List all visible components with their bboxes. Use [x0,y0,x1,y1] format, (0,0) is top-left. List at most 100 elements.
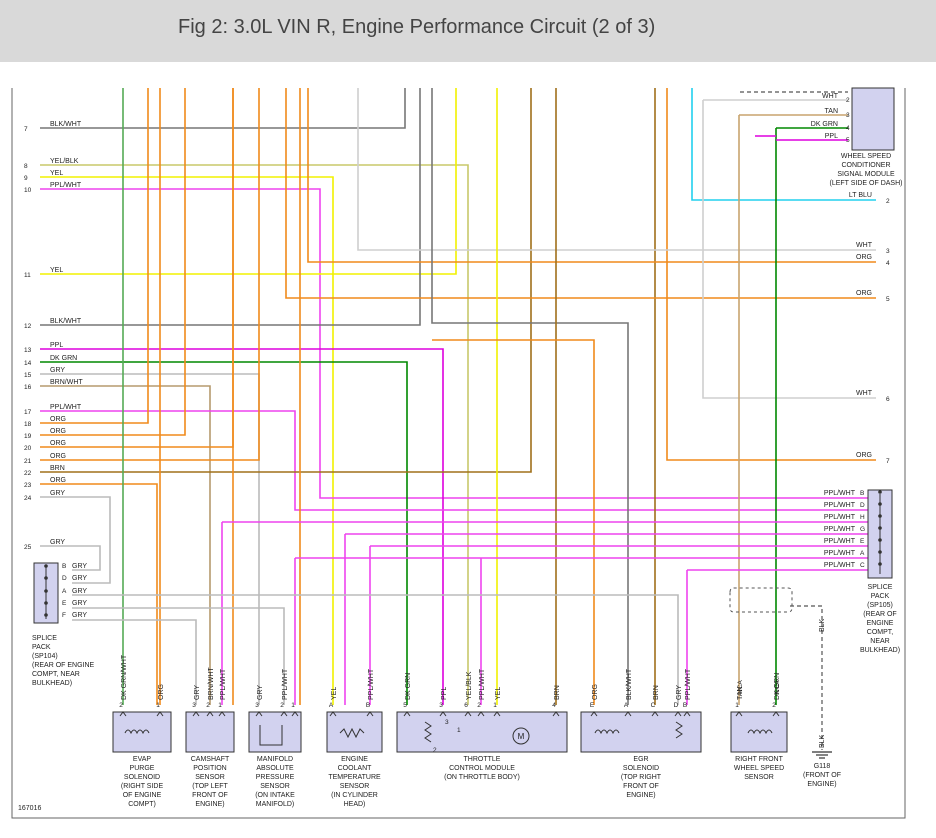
evap-pin-wire: DK GRN/WHT [121,654,128,700]
evap-pin-num: 1 [156,702,160,709]
cmp-pin-arrow [192,711,200,717]
cmp-label: (TOP LEFT [192,783,228,790]
egr-component [580,711,702,753]
wss-label: WHEEL SPEED [734,765,784,772]
egr-pin-arrow [590,711,598,717]
wire-21 [40,88,260,461]
wsc-pin-label: WHT [822,93,839,100]
wire-num-left: 20 [24,445,32,452]
wss-pin-arrow [735,711,743,717]
wire-num-left: 7 [24,126,28,133]
wheel-speed-conditioner-module [851,87,895,151]
evap-pin-wire: ORG [158,684,165,700]
sp105-label: (SP105) [867,602,893,609]
ect-label: TEMPERATURE [328,774,381,781]
evap-pin-num: 2 [119,702,123,709]
sp105-pin-letter: B [860,490,864,497]
wss-pin-num: 1 [735,702,739,709]
splice-node [878,550,882,554]
wire-label-left: BRN [50,465,65,472]
sp104-pin-label: GRY [72,612,87,619]
cmp-pin-arrow [206,711,214,717]
egr-label: FRONT OF [623,783,659,790]
sp105-pin-letter: A [860,550,865,557]
sp104-pin-letter: B [62,563,66,570]
tcm-label: THROTTLE [464,756,501,763]
splice-node [44,576,48,580]
map-pin-wire: GRY [257,685,264,700]
wire-label-right: LT BLU [849,192,872,199]
splice-node [44,601,48,605]
map-component [248,711,302,753]
evap-label: COMPT) [128,801,156,808]
ect-pin-wire: YEL [331,687,338,700]
sp105-pin-letter: G [860,526,865,533]
cmp-pin-wire: BRN/WHT [208,667,215,700]
sp105-pin-letter: H [860,514,865,521]
tcm-pin-arrow [439,711,447,717]
evap-label: OF ENGINE [123,792,162,799]
wss-label: SENSOR [744,774,774,781]
wire-num-left: 9 [24,175,28,182]
map-label: (ON INTAKE [255,792,295,799]
wsc-pin-label: TAN [825,108,838,115]
wire-label-left: BLK/WHT [50,318,82,325]
sp104-label: BULKHEAD) [32,680,72,687]
wire-num-left: 17 [24,409,32,416]
wire-label-left: ORG [50,416,66,423]
ect-pin-arrow [329,711,337,717]
wire-label-left: DK GRN [50,355,77,362]
sp105-pin-label: PPL/WHT [824,562,856,569]
wsc-module-label: WHEEL SPEED [841,153,891,160]
cmp-pin-num: 1 [218,702,222,709]
wire-num-right: 6 [886,396,890,403]
tcm-inner-num: 3 [445,719,449,726]
wss-pin-tag: NCA [774,680,781,694]
wire-label-left: YEL/BLK [50,158,79,165]
egr-pin-num: D [674,702,679,709]
wsc-pin-num: 4 [846,125,850,132]
egr-label: SOLENOID [623,765,659,772]
ect-label: COOLANT [338,765,373,772]
egr-pin-arrow [651,711,659,717]
wsc-pin-num: 2 [846,97,850,104]
wire-group [40,88,876,750]
wire-right-6 [702,100,876,399]
sp105-pin-label: PPL/WHT [824,514,856,521]
wire-right-7 [666,88,876,461]
map-pin-arrow [280,711,288,717]
sp104-pin-letter: E [62,600,67,607]
egr-pin-num: E [590,702,595,709]
ect-pin-num: B [366,702,370,709]
wire-num-right: 7 [886,458,890,465]
egr-label: (TOP RIGHT [621,774,662,781]
splice-node [44,589,48,593]
wire-right-3 [357,88,876,251]
wire-num-left: 15 [24,372,32,379]
wire-label-left: PPL/WHT [50,404,82,411]
tcm-pin-arrow [403,711,411,717]
wss-pin-wire: TAN [737,687,744,700]
tcm-pin-num: 5 [403,702,407,709]
wire-label-right: ORG [856,290,872,297]
wire-19 [40,88,186,436]
cmp-component [185,711,235,753]
sp105-pin-label: PPL/WHT [824,502,856,509]
wsc-module-label: CONDITIONER [842,162,891,169]
ground-wire [790,605,823,750]
wire-22 [40,88,532,473]
tcm-pin-arrow [464,711,472,717]
diagram-frame [11,88,906,819]
throttle-motor-letter: M [518,732,525,741]
wire-23 [40,483,158,705]
sp105-label: BULKHEAD) [860,647,900,654]
wire-egr-gry [72,594,679,705]
cmp-pin-num: 2 [206,702,210,709]
wire-17 [40,410,876,511]
sp105-label: COMPT, [867,629,894,636]
egr-pin-arrow [683,711,691,717]
wire-num-right: 5 [886,296,890,303]
wire-label-left: YEL [50,170,63,177]
throttle-motor-symbol [512,727,530,745]
